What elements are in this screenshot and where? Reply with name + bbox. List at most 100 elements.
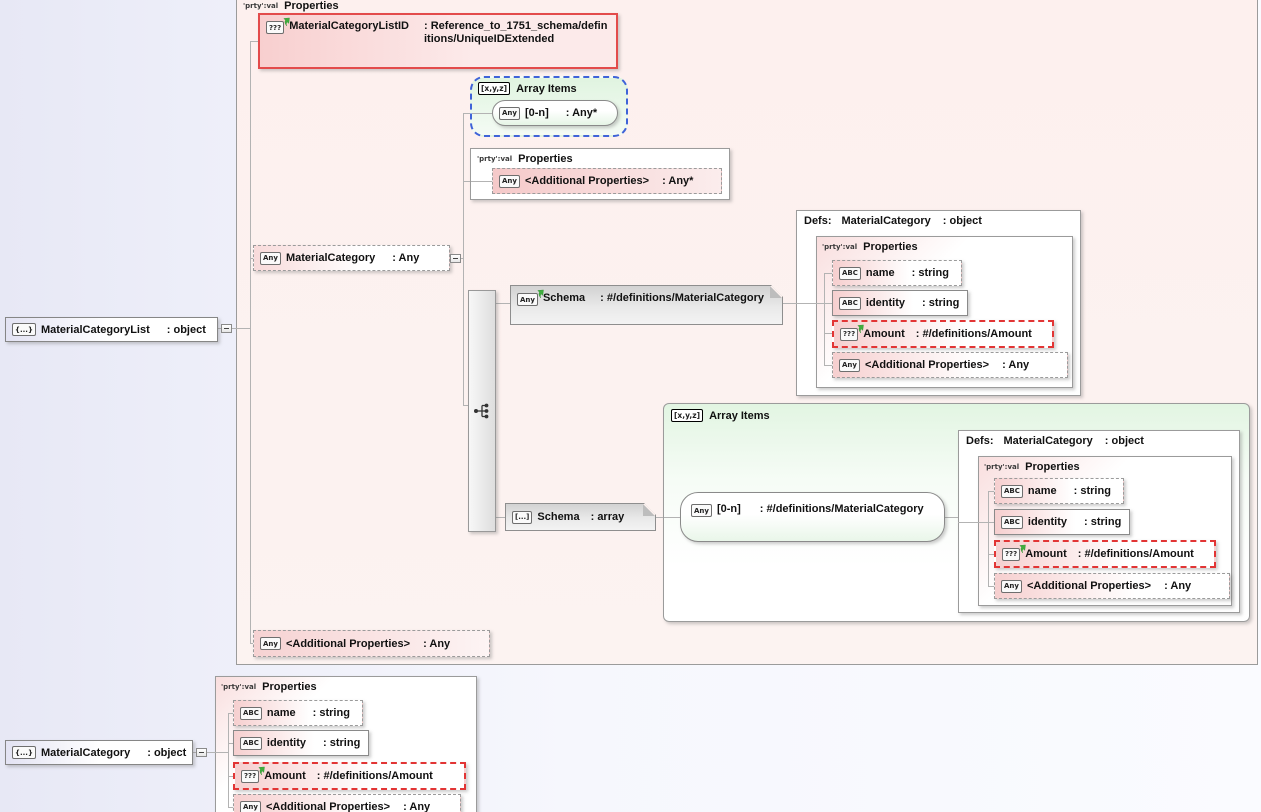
node-name: <Additional Properties> xyxy=(524,175,650,187)
defs-type: : object xyxy=(1104,435,1144,447)
property-name: Amount xyxy=(1025,548,1067,560)
property-node-identity[interactable]: ABC identity : string xyxy=(832,290,968,316)
string-icon: ABC xyxy=(839,266,861,280)
property-type: : string xyxy=(911,267,949,279)
connector-line xyxy=(824,303,832,304)
any-icon: Any xyxy=(517,293,538,306)
any-icon: Any xyxy=(499,174,520,188)
choice-operator-bar[interactable] xyxy=(468,290,496,532)
string-icon: ABC xyxy=(1001,515,1023,529)
node-name: MaterialCategory xyxy=(285,252,376,264)
string-icon: ABC xyxy=(1001,484,1023,498)
property-node-name[interactable]: ABC name : string xyxy=(832,260,962,286)
any-icon: Any xyxy=(260,637,281,650)
defs-prefix: Defs: xyxy=(966,435,994,447)
node-name: MaterialCategoryListID xyxy=(289,20,409,32)
property-node-amount[interactable]: ??? Amount : #/definitions/Amount xyxy=(233,762,466,790)
connector-line xyxy=(471,181,492,182)
connector-line xyxy=(988,586,994,587)
connector-line xyxy=(496,517,505,518)
property-name: <Additional Properties> xyxy=(265,801,391,812)
property-node-name[interactable]: ABC name : string xyxy=(233,700,363,726)
property-type: : string xyxy=(1084,516,1122,528)
node-name: MaterialCategory xyxy=(40,746,131,759)
connector-line xyxy=(461,258,463,259)
property-name: identity xyxy=(865,297,906,309)
properties-label: Properties xyxy=(863,241,918,253)
node-material-category-any[interactable]: Any MaterialCategory : Any xyxy=(253,245,450,271)
choice-icon xyxy=(474,403,489,419)
property-node-identity[interactable]: ABC identity : string xyxy=(994,509,1130,535)
connector-line xyxy=(824,365,832,366)
property-name: identity xyxy=(1027,516,1068,528)
property-name: <Additional Properties> xyxy=(1026,580,1152,592)
property-type: : Any xyxy=(403,801,431,812)
any-icon: Any xyxy=(1001,579,1022,593)
connector-line xyxy=(988,554,994,555)
defs-name: MaterialCategory xyxy=(841,215,931,227)
property-type: : #/definitions/Amount xyxy=(316,770,433,782)
property-node-name[interactable]: ABC name : string xyxy=(994,478,1124,504)
collapse-toggle[interactable] xyxy=(221,324,232,333)
property-type: : string xyxy=(323,737,361,749)
node-type: : Any xyxy=(423,637,451,650)
property-node-additional[interactable]: Any <Additional Properties> : Any xyxy=(994,573,1230,599)
node-array-item-ref[interactable]: Any [0-n] : #/definitions/MaterialCatego… xyxy=(680,492,945,542)
node-schema-ref[interactable]: Any Schema : #/definitions/MaterialCateg… xyxy=(510,285,783,325)
defs-header: Defs: MaterialCategory : object xyxy=(804,215,982,227)
property-type: : string xyxy=(922,297,960,309)
node-array-item-any[interactable]: Any [0-n] : Any* xyxy=(492,100,618,126)
property-name: name xyxy=(865,267,895,279)
any-icon: Any xyxy=(691,504,712,517)
connector-line xyxy=(463,405,468,406)
property-node-amount[interactable]: ??? Amount : #/definitions/Amount xyxy=(994,540,1216,568)
property-node-identity[interactable]: ABC identity : string xyxy=(233,730,369,756)
connector-line xyxy=(250,41,258,42)
connector-line xyxy=(463,113,464,405)
property-node-additional[interactable]: Any <Additional Properties> : Any xyxy=(233,794,461,812)
connector-line xyxy=(463,181,470,182)
node-type: : Reference_to_1751_schema/definitions/U… xyxy=(424,20,608,45)
connector-line xyxy=(988,522,994,523)
node-material-category-object[interactable]: {...} MaterialCategory : object xyxy=(5,740,193,765)
property-node-amount[interactable]: ??? Amount : #/definitions/Amount xyxy=(832,320,1054,348)
node-type: : array xyxy=(590,511,625,523)
collapse-toggle[interactable] xyxy=(196,748,207,757)
connector-line xyxy=(988,491,989,586)
node-schema-array[interactable]: [...] Schema : array xyxy=(505,503,656,531)
property-type: : Any xyxy=(1002,359,1030,371)
node-type: : Any xyxy=(392,252,420,264)
node-additional-properties-star[interactable]: Any <Additional Properties> : Any* xyxy=(492,168,722,194)
connector-line xyxy=(463,113,470,114)
connector-line xyxy=(250,643,253,644)
connector-line xyxy=(232,328,236,329)
connector-line xyxy=(958,522,988,523)
properties-icon: 'prty':val xyxy=(243,2,279,10)
connector-line xyxy=(228,776,233,777)
node-material-category-list[interactable]: {...} MaterialCategoryList : object xyxy=(5,317,218,342)
node-type: : Any* xyxy=(662,175,694,187)
properties-header: 'prty':val Properties xyxy=(221,681,317,693)
properties-label: Properties xyxy=(284,0,339,12)
connector-line xyxy=(228,713,233,714)
properties-label: Properties xyxy=(518,153,573,165)
any-icon: Any xyxy=(499,106,520,120)
unknown-type-icon: ??? xyxy=(840,324,864,341)
property-type: : string xyxy=(1073,485,1111,497)
node-name: [0-n] xyxy=(716,503,741,515)
any-icon: Any xyxy=(240,800,261,812)
node-type: : #/definitions/MaterialCategory xyxy=(600,292,764,304)
defs-type: : object xyxy=(942,215,982,227)
node-material-category-list-id[interactable]: ??? MaterialCategoryListID : Reference_t… xyxy=(258,13,618,69)
property-type: : #/definitions/Amount xyxy=(1077,548,1194,560)
unknown-type-icon: ??? xyxy=(1002,544,1026,561)
connector-line xyxy=(228,807,233,808)
property-type: : Any xyxy=(1164,580,1192,592)
collapse-toggle[interactable] xyxy=(450,254,461,263)
node-additional-properties-any[interactable]: Any <Additional Properties> : Any xyxy=(253,630,490,657)
property-name: name xyxy=(266,707,296,719)
property-node-additional[interactable]: Any <Additional Properties> : Any xyxy=(832,352,1068,378)
connector-line xyxy=(824,273,825,365)
reference-marker-icon xyxy=(857,324,864,333)
property-name: <Additional Properties> xyxy=(864,359,990,371)
